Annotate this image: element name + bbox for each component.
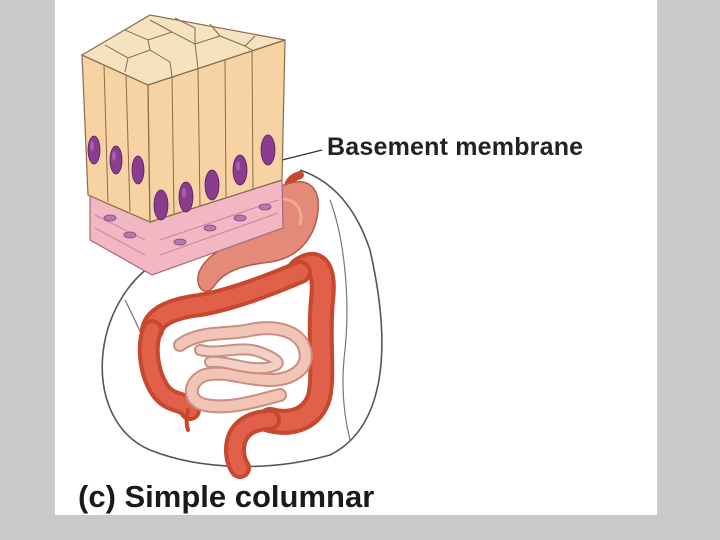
columnar-epithelium-block [82,15,285,275]
small-intestine [180,328,306,406]
figure-caption: (c) Simple columnar [78,479,374,515]
label-leader-line [282,150,322,160]
basement-membrane-label: Basement membrane [327,133,583,162]
